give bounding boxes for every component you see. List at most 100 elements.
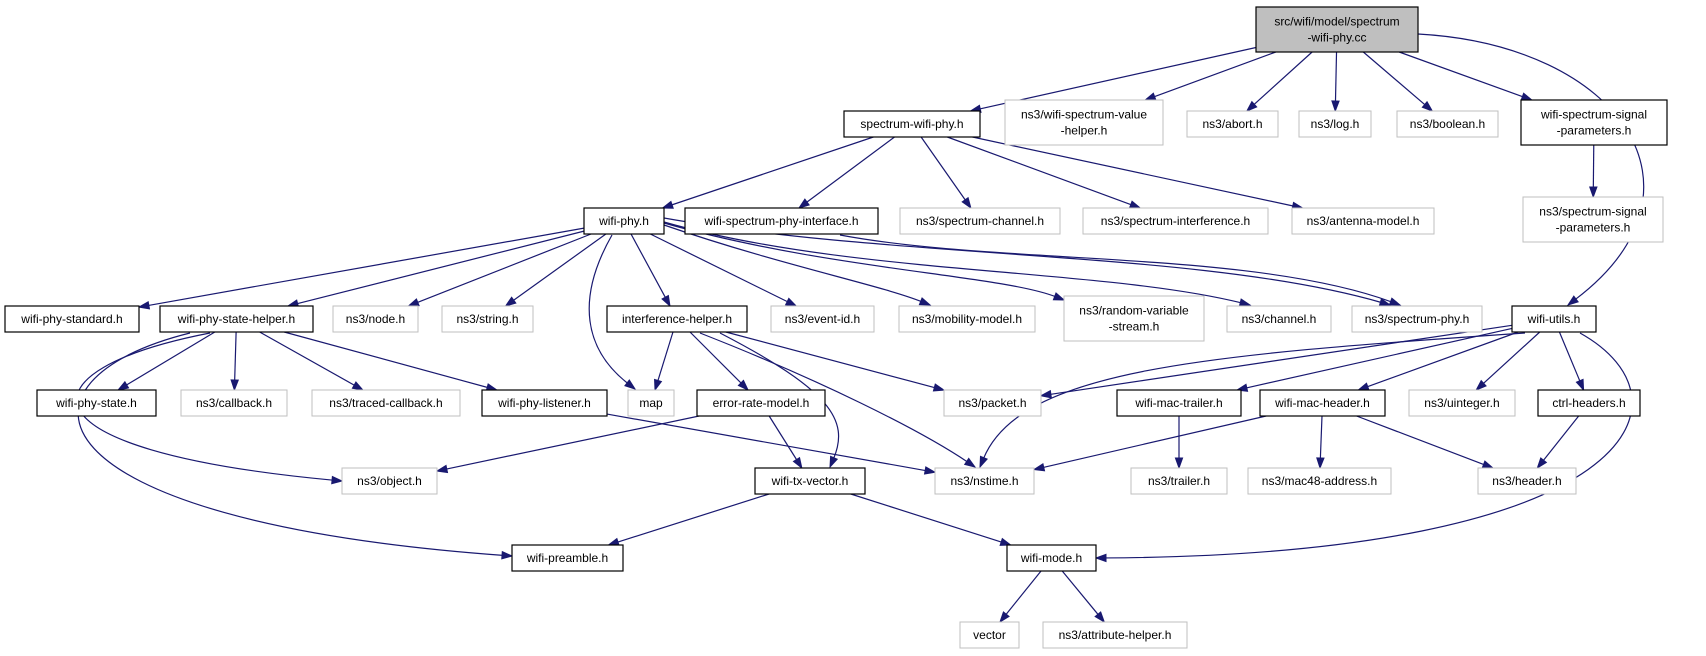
edge-arrowhead [1589,186,1598,199]
node-label: wifi-phy-state.h [55,396,137,410]
edge-arrowhead [1245,100,1258,112]
edge-arrowhead [923,466,937,475]
node-label: ns3/mac48-address.h [1262,474,1377,488]
edge-arrowhead [1032,463,1046,472]
edge-wifi-phy-listener-h-to-nstime-h [606,413,937,475]
node-root[interactable]: src/wifi/model/spectrum-wifi-phy.cc [1255,6,1419,53]
edge-arrowhead [737,379,750,392]
node-string-h: ns3/string.h [441,305,534,333]
node-wifi-phy-standard-h[interactable]: wifi-phy-standard.h [4,305,140,333]
node-label: wifi-preamble.h [526,551,608,565]
node-label: -stream.h [1109,320,1160,334]
node-box [843,110,981,138]
node-label: ctrl-headers.h [1552,396,1625,410]
edge-line [947,136,1132,206]
node-label: src/wifi/model/spectrum [1274,15,1399,29]
node-wifi-mode-h[interactable]: wifi-mode.h [1006,544,1097,572]
node-object-h: ns3/object.h [341,467,438,495]
node-box [332,305,419,333]
edge-line [77,332,504,556]
edge-arrowhead [624,379,637,390]
edge-arrowhead [932,383,946,392]
edge-arrowhead [661,200,674,209]
node-boolean-h: ns3/boolean.h [1396,110,1499,138]
edge-root-to-wifi-utils-h [1417,33,1645,306]
node-uinteger-h: ns3/uinteger.h [1408,389,1516,417]
edge-line [234,331,237,382]
edge-line [920,136,967,201]
node-label: spectrum-wifi-phy.h [860,117,963,131]
edge-arrowhead [963,457,977,468]
node-wifi-phy-h[interactable]: wifi-phy.h [583,207,665,235]
edge-wifi-utils-h-to-packet-h [1039,324,1513,399]
edge-line [1558,331,1581,382]
edge-arrowhead [961,196,972,210]
node-wifi-mac-trailer-h[interactable]: wifi-mac-trailer.h [1116,389,1242,417]
node-box [606,305,748,333]
node-ctrl-headers-h[interactable]: ctrl-headers.h [1537,389,1641,417]
node-label: ns3/header.h [1492,474,1561,488]
edge-wifi-phy-state-helper-h-to-wifi-phy-listener-h [284,331,499,392]
node-label: wifi-utils.h [1527,312,1581,326]
edge-arrowhead [979,455,988,469]
edge-arrowhead [504,296,517,307]
edge-root-to-log-h [1331,51,1340,113]
edge-arrowhead [1378,297,1392,307]
edge-arrowhead [501,550,514,560]
edge-error-rate-model-h-to-wifi-tx-vector-h [768,415,803,470]
node-box [696,389,826,417]
node-label: error-rate-model.h [713,396,810,410]
node-box [1520,99,1668,146]
node-box [180,389,288,417]
edge-wifi-utils-h-to-wifi-mode-h [1094,332,1633,563]
edge-line [512,233,607,302]
edge-line [972,136,1294,207]
node-box [770,305,875,333]
edge-arrowhead [230,379,240,392]
node-box [934,467,1035,495]
edge-arrowhead [1356,382,1370,391]
node-channel-h: ns3/channel.h [1226,305,1332,333]
edge-arrowhead [1128,200,1142,209]
node-wifi-phy-state-helper-h[interactable]: wifi-phy-state-helper.h [159,305,314,333]
edge-wifi-mac-header-h-to-mac48-address-h [1316,415,1325,470]
node-error-rate-model-h[interactable]: error-rate-model.h [696,389,826,417]
edge-line [416,233,592,304]
node-box [1537,389,1641,417]
edge-wifi-phy-state-helper-h-to-wifi-preamble-h [77,332,514,560]
edge-arrowhead [1388,297,1402,306]
node-wifi-phy-listener-h[interactable]: wifi-phy-listener.h [481,389,608,417]
node-wifi-preamble-h[interactable]: wifi-preamble.h [511,544,624,572]
node-box [481,389,608,417]
node-label: ns3/channel.h [1242,312,1317,326]
node-label: ns3/spectrum-interference.h [1101,214,1250,228]
edge-arrowhead [1174,457,1184,470]
edge-arrowhead [607,537,620,546]
edge-arrowhead [331,475,344,485]
edge-arrowhead [351,381,365,391]
node-wifi-tx-vector-h[interactable]: wifi-tx-vector.h [754,467,866,495]
node-wifi-phy-state-h[interactable]: wifi-phy-state.h [36,389,157,417]
edge-line [630,233,667,299]
node-map: map [627,389,675,417]
node-label: ns3/traced-callback.h [329,396,442,410]
node-box [1063,295,1205,342]
edge-arrowhead [1475,379,1487,391]
node-box [441,305,534,333]
edge-arrowhead [999,537,1013,546]
edge-arrowhead [918,297,932,306]
node-wifi-spectrum-phy-interface-h[interactable]: wifi-spectrum-phy-interface.h [684,207,879,235]
edge-line [657,331,674,382]
node-antenna-model-h: ns3/antenna-model.h [1291,207,1435,235]
edge-error-rate-model-h-to-object-h [435,415,700,474]
edge-line [1398,51,1524,98]
node-box [1006,544,1097,572]
node-wifi-mac-header-h[interactable]: wifi-mac-header.h [1259,389,1386,417]
node-wifi-utils-h[interactable]: wifi-utils.h [1511,305,1597,333]
edge-line [839,234,1392,303]
node-box [1298,110,1372,138]
node-wifi-spectrum-signal-parameters-h[interactable]: wifi-spectrum-signal-parameters.h [1520,99,1668,146]
node-box [1186,110,1279,138]
node-spectrum-wifi-phy-h[interactable]: spectrum-wifi-phy.h [843,110,981,138]
node-interference-helper-h[interactable]: interference-helper.h [606,305,748,333]
